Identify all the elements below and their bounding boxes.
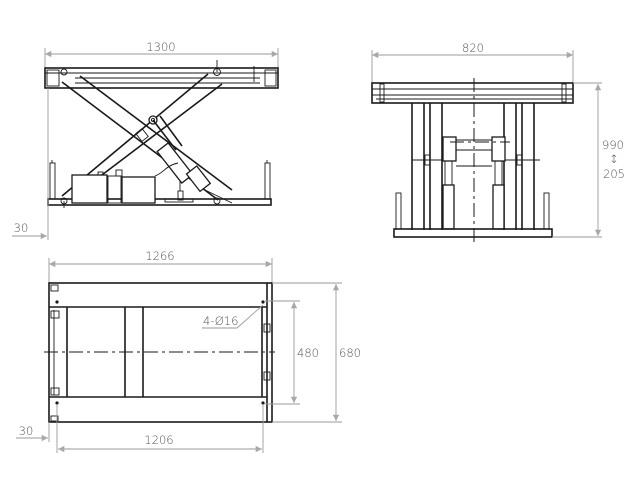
side-view: 820 [371, 41, 625, 245]
hole-callout-label: 4-Ø16 [203, 314, 238, 328]
dim-1300-label: 1300 [146, 40, 175, 54]
side-platform [371, 82, 574, 104]
dim-30-front-label: 30 [14, 221, 29, 235]
side-columns [411, 78, 540, 245]
dim-480-label: 480 [297, 346, 319, 360]
oil-tank [71, 174, 108, 204]
front-platform [44, 60, 279, 89]
dim-680-label: 680 [339, 346, 361, 360]
motor [121, 176, 156, 204]
dim-height-arrow: ↕ [609, 152, 619, 166]
dim-1206-label: 1206 [144, 433, 173, 447]
dim-990-label: 990 [602, 138, 624, 152]
hydraulic-cylinder [135, 115, 212, 193]
dim-205-label: 205 [603, 167, 625, 181]
dim-820-label: 820 [462, 41, 484, 55]
dim-30-top-label: 30 [19, 424, 34, 438]
dim-1266-label: 1266 [145, 249, 174, 263]
front-base [47, 160, 272, 208]
front-view: 1300 [12, 40, 279, 240]
top-view: 1266 4-Ø16 480 [16, 249, 361, 453]
side-base [393, 192, 553, 238]
top-frame [44, 282, 275, 423]
hole-leader [236, 304, 264, 329]
